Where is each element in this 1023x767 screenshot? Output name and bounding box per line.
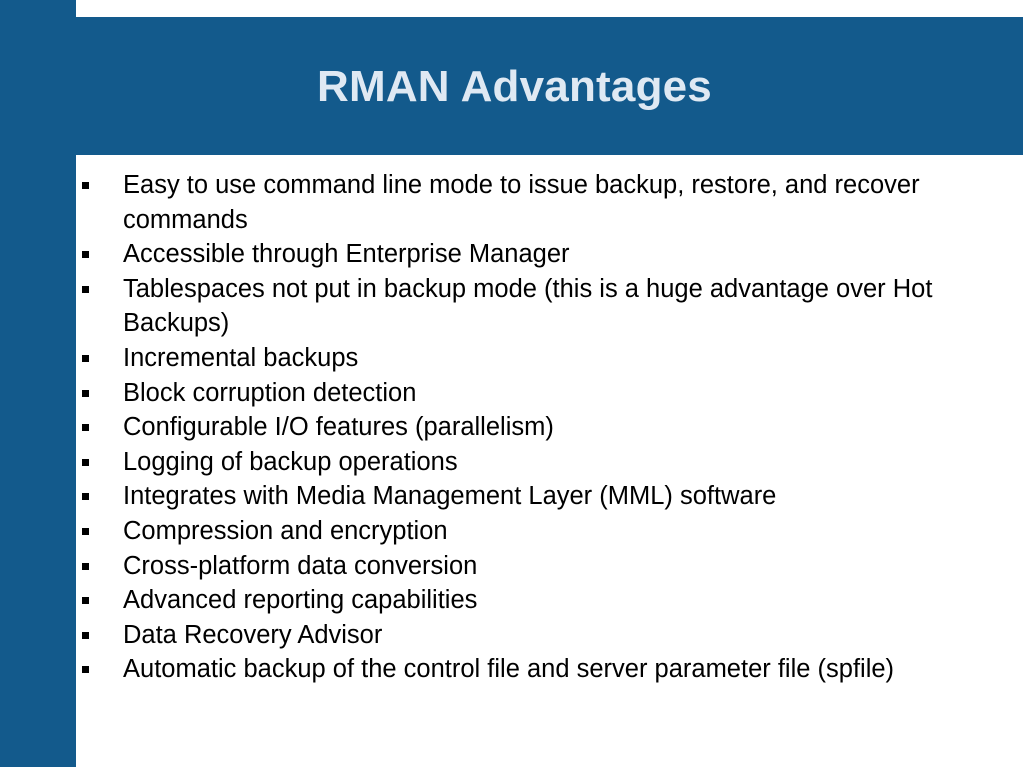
- square-bullet-icon: [82, 251, 89, 259]
- square-bullet-icon: [82, 389, 89, 397]
- bullet-text: Integrates with Media Management Layer (…: [123, 482, 777, 511]
- square-bullet-icon: [82, 458, 89, 466]
- bullet-text: Data Recovery Advisor: [123, 620, 383, 649]
- bullet-text: Logging of backup operations: [123, 447, 458, 476]
- square-bullet-icon: [82, 597, 89, 605]
- bullet-text: Easy to use command line mode to issue b…: [123, 171, 920, 234]
- bullet-item: Easy to use command line mode to issue b…: [76, 168, 1006, 237]
- bullet-text: Block corruption detection: [123, 378, 417, 407]
- bullet-item: Accessible through Enterprise Manager: [76, 237, 1006, 272]
- square-bullet-icon: [82, 354, 89, 362]
- bullet-item: Automatic backup of the control file and…: [76, 652, 1006, 687]
- bullet-text: Automatic backup of the control file and…: [123, 655, 895, 684]
- square-bullet-icon: [82, 182, 89, 189]
- bullet-text: Incremental backups: [123, 343, 359, 372]
- bullet-item: Advanced reporting capabilities: [76, 583, 1006, 618]
- square-bullet-icon: [82, 285, 89, 293]
- bullet-item: Cross-platform data conversion: [76, 549, 1006, 584]
- bullet-item: Data Recovery Advisor: [76, 618, 1006, 653]
- bullet-item: Incremental backups: [76, 341, 1006, 376]
- bullet-text: Cross-platform data conversion: [123, 551, 478, 580]
- bullet-text: Configurable I/O features (parallelism): [123, 413, 554, 442]
- bullet-text: Advanced reporting capabilities: [123, 586, 478, 615]
- title-band: RMAN Advantages: [76, 17, 1023, 155]
- left-accent-bar: [0, 0, 76, 767]
- top-margin: [76, 0, 1023, 17]
- bullet-item: Block corruption detection: [76, 376, 1006, 411]
- square-bullet-icon: [82, 424, 89, 432]
- bullet-item: Compression and encryption: [76, 514, 1006, 549]
- bullet-item: Integrates with Media Management Layer (…: [76, 479, 1006, 514]
- square-bullet-icon: [82, 666, 89, 674]
- bullet-item: Configurable I/O features (parallelism): [76, 410, 1006, 445]
- square-bullet-icon: [82, 562, 89, 570]
- slide-title: RMAN Advantages: [317, 62, 712, 111]
- square-bullet-icon: [82, 631, 89, 639]
- square-bullet-icon: [82, 493, 89, 501]
- bullet-text: Compression and encryption: [123, 516, 448, 545]
- bullet-text: Tablespaces not put in backup mode (this…: [123, 274, 933, 338]
- bullet-item: Tablespaces not put in backup mode (this…: [76, 272, 1006, 341]
- bullet-text: Accessible through Enterprise Manager: [123, 240, 570, 269]
- square-bullet-icon: [82, 527, 89, 535]
- bullet-list: Easy to use command line mode to issue b…: [76, 168, 1006, 687]
- bullet-item: Logging of backup operations: [76, 445, 1006, 480]
